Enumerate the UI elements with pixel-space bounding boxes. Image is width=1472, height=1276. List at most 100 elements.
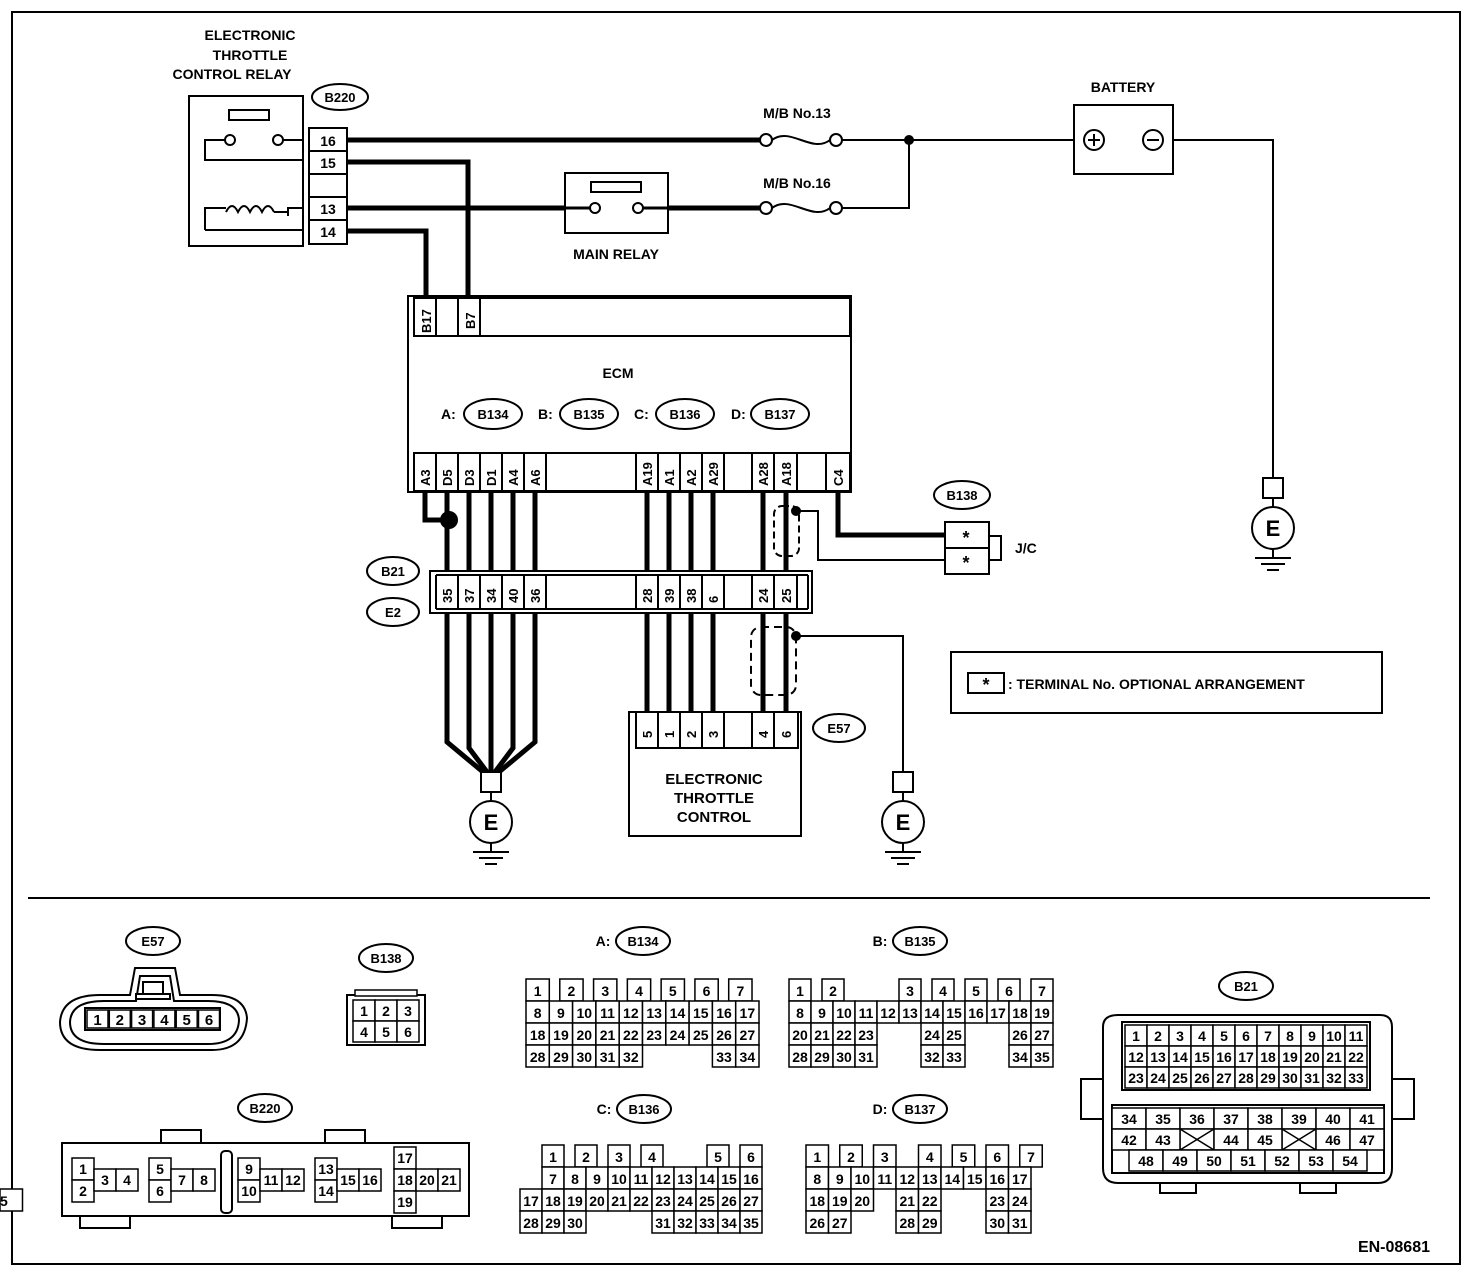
- main-relay-body: [564, 172, 669, 234]
- view-c-b136-pin-1: 1: [549, 1149, 557, 1165]
- view-a-b134-pin-8: 8: [534, 1005, 542, 1021]
- view-d-b137-pin-7: 7: [1027, 1149, 1035, 1165]
- view-b21-pin-35: 35: [1155, 1111, 1171, 1127]
- etc-connector-label: E57: [827, 721, 850, 736]
- view-b21-pin-21: 21: [1326, 1049, 1342, 1065]
- view-a-b134-pin-33: 33: [716, 1049, 732, 1065]
- note-box: * : TERMINAL No. OPTIONAL ARRANGEMENT: [950, 651, 1383, 714]
- view-a-b134-pin-32: 32: [623, 1049, 639, 1065]
- view-b21-pin-45: 45: [1257, 1132, 1273, 1148]
- view-a-b134-pin-22: 22: [623, 1027, 639, 1043]
- relay-pin-13: 13: [320, 201, 336, 217]
- view-b138-pin-6: 6: [404, 1024, 412, 1040]
- view-b21-pin-27: 27: [1216, 1070, 1232, 1086]
- view-b-b135-pin-11: 11: [859, 1005, 874, 1021]
- view-b220-pin-4: 4: [123, 1172, 131, 1188]
- view-b21-pin-50: 50: [1206, 1153, 1222, 1169]
- jc-label: J/C: [1015, 540, 1037, 556]
- view-a-b134-pin-20: 20: [576, 1027, 592, 1043]
- view-b-b135-pin-9: 9: [818, 1005, 826, 1021]
- view-d-b137-pin-31: 31: [1012, 1215, 1028, 1231]
- wire-relay15-ecm-b7: [347, 159, 471, 298]
- view-b-b135-pin-30: 30: [836, 1049, 852, 1065]
- view-b220-pin-19: 19: [397, 1194, 413, 1210]
- fuse-13-label: M/B No.13: [763, 105, 831, 121]
- etc-pin-2: 2: [684, 731, 699, 738]
- view-d-b137-pin-25: 25: [0, 1193, 8, 1209]
- view-b21-pin-54: 54: [1342, 1153, 1358, 1169]
- view-d-b137-pin-9: 9: [836, 1171, 844, 1187]
- view-b21-pin-30: 30: [1282, 1070, 1298, 1086]
- jc-star-2: *: [962, 553, 969, 573]
- view-c-b136-pin-6: 6: [747, 1149, 755, 1165]
- relay-internal-wire: [204, 139, 303, 161]
- view-d-b137-pin-21: 21: [899, 1193, 915, 1209]
- view-a-b134-pin-28: 28: [530, 1049, 546, 1065]
- view-d-b137-pin-4: 4: [926, 1149, 934, 1165]
- wire-fuse16-junction: [842, 140, 910, 209]
- view-b21-pin-8: 8: [1286, 1028, 1294, 1044]
- view-c-b136-pin-13: 13: [677, 1171, 693, 1187]
- view-b21-pin-31: 31: [1304, 1070, 1320, 1086]
- view-b-b135-pin-26: 26: [1012, 1027, 1028, 1043]
- joint-connector-b138: B138 * * J/C: [933, 480, 1037, 575]
- ecm-connector-prefix-d: D:: [731, 406, 746, 422]
- view-b21-pin-49: 49: [1172, 1153, 1188, 1169]
- relay-pin-14: 14: [320, 224, 336, 240]
- view-c-b136-pin-26: 26: [721, 1193, 737, 1209]
- ground-label: E: [1266, 516, 1281, 541]
- view-c-b136-pin-4: 4: [648, 1149, 656, 1165]
- view-a-b134-pin-9: 9: [557, 1005, 565, 1021]
- ecm-pin-a18: A18: [779, 462, 794, 486]
- ecm-pin-a2: A2: [684, 469, 699, 486]
- fuse-13: M/B No.13: [759, 105, 843, 147]
- view-b-b135-pin-13: 13: [902, 1005, 918, 1021]
- main-relay: MAIN RELAY: [564, 172, 669, 262]
- view-b-b135-pin-5: 5: [972, 983, 980, 999]
- top-wiring: [347, 137, 1274, 480]
- view-d-b137-pin-12: 12: [899, 1171, 915, 1187]
- view-a-b134-pin-24: 24: [670, 1027, 686, 1043]
- view-b220-pin-12: 12: [285, 1172, 301, 1188]
- view-d-b137-pin-11: 11: [877, 1171, 892, 1187]
- view-b-b135-pin-16: 16: [968, 1005, 984, 1021]
- view-b-b135-pin-25: 25: [946, 1027, 962, 1043]
- relay-label-line1: ELECTRONIC: [205, 27, 296, 43]
- view-b-b135-pin-33: 33: [946, 1049, 962, 1065]
- view-b220-pin-8: 8: [200, 1172, 208, 1188]
- view-b-b135-pin-27: 27: [1034, 1027, 1050, 1043]
- view-b220-pin-7: 7: [178, 1172, 186, 1188]
- view-d-b137-pin-10: 10: [854, 1171, 870, 1187]
- view-c-b136-pin-7: 7: [549, 1171, 557, 1187]
- ground-label: E: [896, 810, 911, 835]
- view-b21-pin-22: 22: [1348, 1049, 1364, 1065]
- view-a-b134-pin-6: 6: [703, 983, 711, 999]
- ecm-pin-a6: A6: [528, 469, 543, 486]
- view-a-b134-pin-34: 34: [740, 1049, 756, 1065]
- view-b21-pin-26: 26: [1194, 1070, 1210, 1086]
- b21-pin-35: 35: [440, 589, 455, 603]
- view-a-b134-pin-11: 11: [600, 1005, 615, 1021]
- connector-badge-b220-label: B220: [324, 90, 355, 105]
- ecm-connector-d: B137: [764, 407, 795, 422]
- ecm-pin-b7: B7: [463, 312, 478, 329]
- view-b21-pin-32: 32: [1326, 1070, 1342, 1086]
- splice-dot: [440, 511, 458, 529]
- view-a-b134-pin-23: 23: [646, 1027, 662, 1043]
- view-e57-pin-2: 2: [116, 1012, 124, 1029]
- view-a-b134-pin-17: 17: [740, 1005, 756, 1021]
- view-a-b134-pin-16: 16: [716, 1005, 732, 1021]
- view-b21-pin-24: 24: [1150, 1070, 1166, 1086]
- view-b21-pin-36: 36: [1189, 1111, 1205, 1127]
- view-a-b134-pin-25: 25: [693, 1027, 709, 1043]
- view-c-b136-pin-23: 23: [655, 1193, 671, 1209]
- view-b-b135-pin-34: 34: [1012, 1049, 1028, 1065]
- view-a-b134-pin-18: 18: [530, 1027, 546, 1043]
